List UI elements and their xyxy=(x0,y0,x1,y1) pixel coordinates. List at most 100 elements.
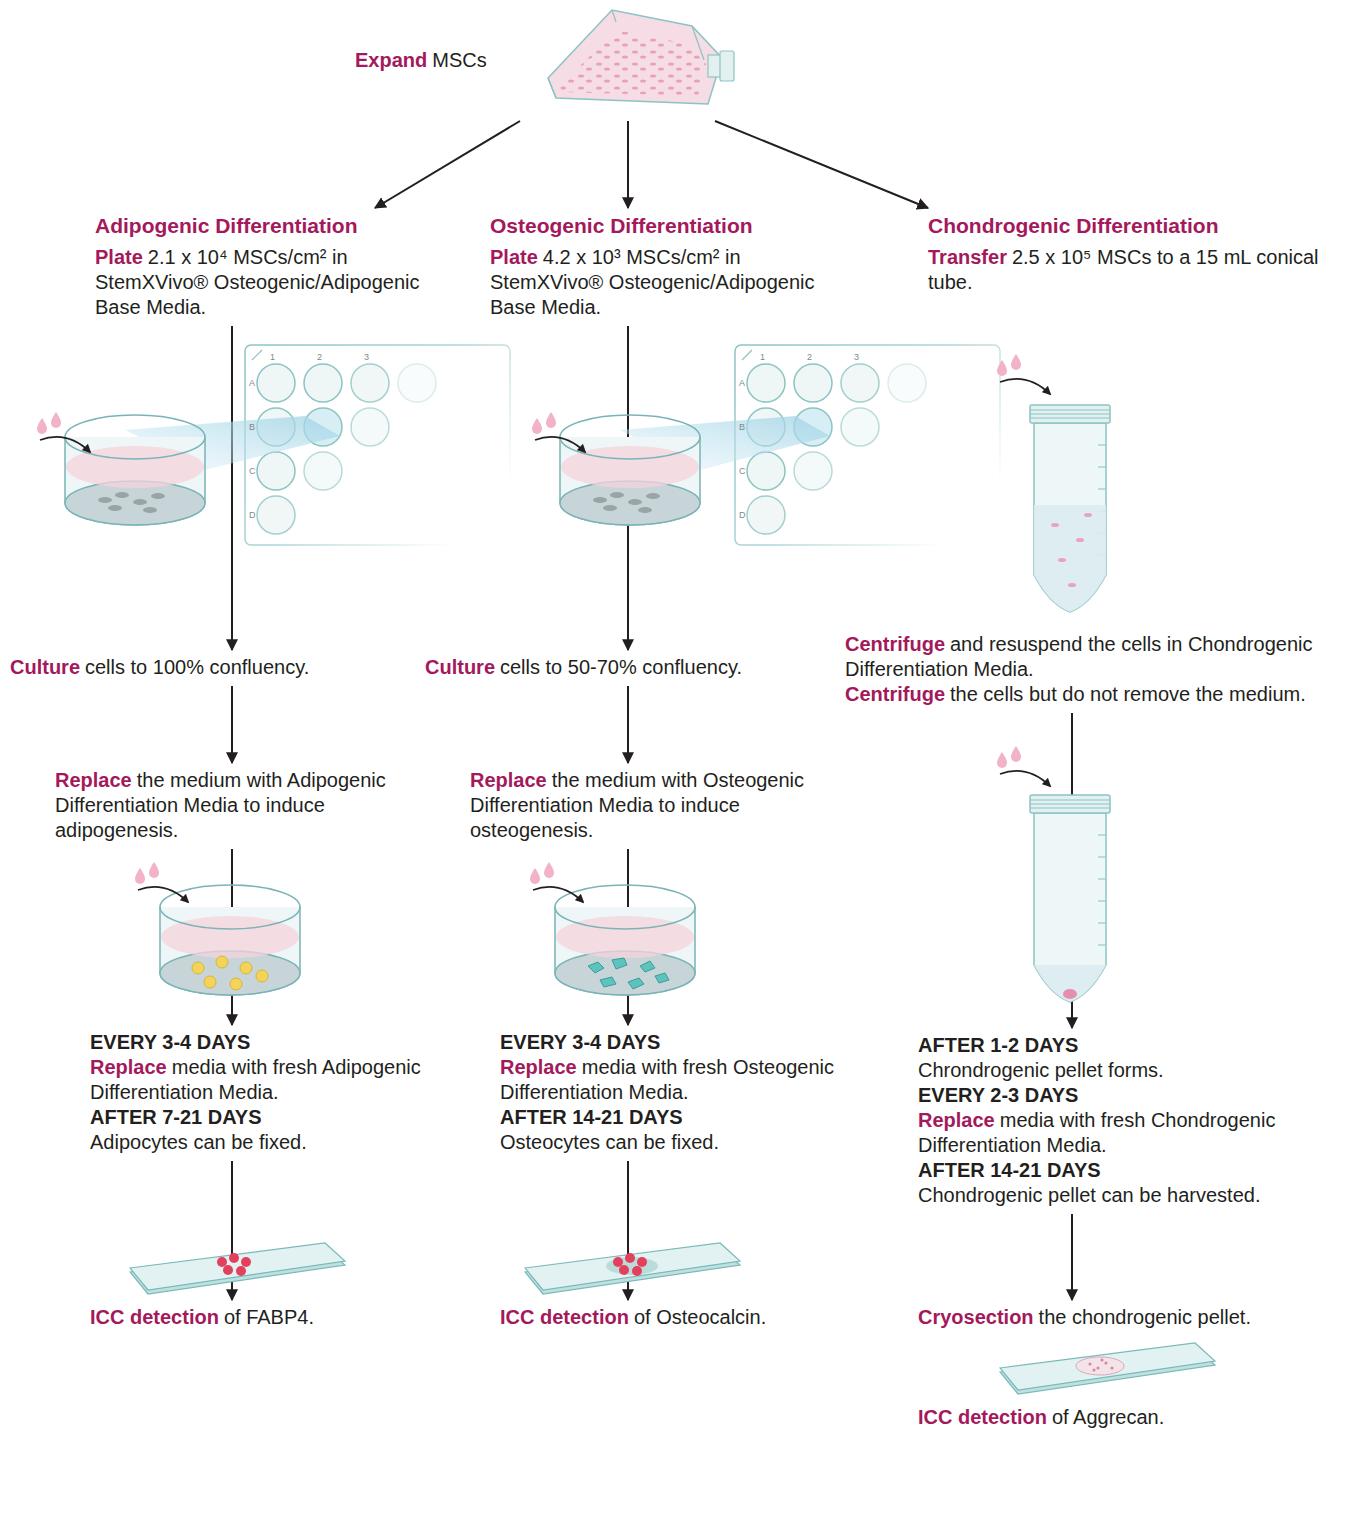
body-text: of FABP4. xyxy=(224,1306,314,1328)
text-line: Centrifugeand resuspend the cells in Cho… xyxy=(845,632,1325,682)
well-label: 2 xyxy=(317,352,322,362)
body-text: the chondrogenic pellet. xyxy=(1039,1306,1251,1328)
microscope-slide xyxy=(1000,1343,1215,1394)
timing-text: EVERY 3-4 DAYS xyxy=(90,1031,250,1053)
action-verb: Replace xyxy=(55,769,132,791)
timing-text: AFTER 7-21 DAYS xyxy=(90,1106,262,1128)
body-text: MSCs xyxy=(432,49,486,71)
flow-arrow xyxy=(627,121,629,208)
branch-heading: Osteogenic DifferentiationPlate4.2 x 10³… xyxy=(490,213,835,320)
action-verb: Replace xyxy=(470,769,547,791)
action-verb: Culture xyxy=(425,656,495,678)
text-line: ICC detectionof Osteocalcin. xyxy=(500,1305,860,1330)
action-verb: Centrifuge xyxy=(845,683,945,705)
step-label: Cryosectionthe chondrogenic pellet. xyxy=(918,1305,1348,1330)
step-label: Culturecells to 50-70% confluency. xyxy=(425,655,830,680)
body-text: cells to 50-70% confluency. xyxy=(500,656,742,678)
action-verb: Plate xyxy=(95,246,143,268)
action-verb: Plate xyxy=(490,246,538,268)
text-line: ICC detectionof FABP4. xyxy=(90,1305,420,1330)
text-line: Transfer2.5 x 10⁵ MSCs to a 15 mL conica… xyxy=(928,245,1338,295)
text-line: Osteogenic Differentiation xyxy=(490,213,835,239)
body-text: Osteocytes can be fixed. xyxy=(500,1131,719,1153)
body-text: Chondrogenic pellet can be harvested. xyxy=(918,1184,1260,1206)
well-label: 2 xyxy=(807,352,812,362)
well-label: C xyxy=(249,466,256,476)
step-label: Centrifugeand resuspend the cells in Cho… xyxy=(845,632,1325,707)
action-verb: Expand xyxy=(355,49,427,71)
text-line: EVERY 2-3 DAYS xyxy=(918,1083,1348,1108)
step-label: ICC detectionof Aggrecan. xyxy=(918,1405,1348,1430)
well-label: 3 xyxy=(854,352,859,362)
flow-arrow xyxy=(375,121,520,208)
text-line: Replacemedia with fresh Adipogenic Diffe… xyxy=(90,1055,475,1105)
text-line: Chondrogenic Differentiation xyxy=(928,213,1338,239)
timing-text: AFTER 14-21 DAYS xyxy=(918,1159,1101,1181)
step-label: ICC detectionof FABP4. xyxy=(90,1305,420,1330)
action-verb: Replace xyxy=(500,1056,577,1078)
heading-text: Adipogenic Differentiation xyxy=(95,214,358,237)
action-verb: Replace xyxy=(918,1109,995,1131)
text-line: Plate4.2 x 10³ MSCs/cm² in StemXVivo® Os… xyxy=(490,245,835,320)
well-label: 1 xyxy=(270,352,275,362)
schedule-note: EVERY 3-4 DAYSReplacemedia with fresh Ad… xyxy=(90,1030,475,1155)
text-line: Centrifugethe cells but do not remove th… xyxy=(845,682,1325,707)
text-line: Culturecells to 50-70% confluency. xyxy=(425,655,830,680)
text-line: AFTER 7-21 DAYS xyxy=(90,1105,475,1130)
text-line: Replacethe medium with Adipogenic Differ… xyxy=(55,768,420,843)
culture-flask xyxy=(548,10,734,104)
text-line: AFTER 14-21 DAYS xyxy=(500,1105,905,1130)
text-line: Culturecells to 100% confluency. xyxy=(10,655,410,680)
text-line: ICC detectionof Aggrecan. xyxy=(918,1405,1348,1430)
text-line: Chondrogenic pellet can be harvested. xyxy=(918,1183,1348,1208)
well-label: A xyxy=(249,378,255,388)
text-line: Adipogenic Differentiation xyxy=(95,213,430,239)
text-line: ExpandMSCs xyxy=(355,48,735,73)
body-text: 2.1 x 10⁴ MSCs/cm² in StemXVivo® Osteoge… xyxy=(95,246,420,318)
timing-text: EVERY 2-3 DAYS xyxy=(918,1084,1078,1106)
well-label: D xyxy=(249,510,256,520)
action-verb: ICC detection xyxy=(918,1406,1047,1428)
action-verb: Centrifuge xyxy=(845,633,945,655)
step-label: Culturecells to 100% confluency. xyxy=(10,655,410,680)
body-text: the cells but do not remove the medium. xyxy=(950,683,1306,705)
text-line: EVERY 3-4 DAYS xyxy=(90,1030,475,1055)
flow-arrow xyxy=(231,686,233,763)
well-label: D xyxy=(739,510,746,520)
flow-arrow xyxy=(1071,1214,1073,1300)
action-verb: Transfer xyxy=(928,246,1007,268)
well-label: 1 xyxy=(760,352,765,362)
step-label: Replacethe medium with Adipogenic Differ… xyxy=(55,768,420,843)
well-label: A xyxy=(739,378,745,388)
step-label: ICC detectionof Osteocalcin. xyxy=(500,1305,860,1330)
conical-tube xyxy=(997,354,1110,612)
body-text: cells to 100% confluency. xyxy=(85,656,309,678)
microscope-slide xyxy=(130,1243,345,1294)
body-text: of Osteocalcin. xyxy=(634,1306,766,1328)
timing-text: EVERY 3-4 DAYS xyxy=(500,1031,660,1053)
text-line: Osteocytes can be fixed. xyxy=(500,1130,905,1155)
text-line: EVERY 3-4 DAYS xyxy=(500,1030,905,1055)
well-label: C xyxy=(739,466,746,476)
branch-heading: Chondrogenic DifferentiationTransfer2.5 … xyxy=(928,213,1338,295)
heading-text: Chondrogenic Differentiation xyxy=(928,214,1219,237)
action-verb: Culture xyxy=(10,656,80,678)
text-line: AFTER 1-2 DAYS xyxy=(918,1033,1348,1058)
text-line: Replacemedia with fresh Osteogenic Diffe… xyxy=(500,1055,905,1105)
step-label: ExpandMSCs xyxy=(355,20,735,115)
well-label: B xyxy=(739,422,745,432)
well-label: B xyxy=(249,422,255,432)
body-text: Chrondrogenic pellet forms. xyxy=(918,1059,1164,1081)
text-line: Plate2.1 x 10⁴ MSCs/cm² in StemXVivo® Os… xyxy=(95,245,430,320)
body-text: 4.2 x 10³ MSCs/cm² in StemXVivo® Osteoge… xyxy=(490,246,815,318)
body-text: Adipocytes can be fixed. xyxy=(90,1131,307,1153)
flow-arrow xyxy=(627,686,629,763)
petri-dish xyxy=(530,862,695,995)
text-line: Replacemedia with fresh Chondrogenic Dif… xyxy=(918,1108,1348,1158)
petri-dish xyxy=(532,412,700,525)
schedule-note: AFTER 1-2 DAYSChrondrogenic pellet forms… xyxy=(918,1033,1348,1208)
heading-text: Osteogenic Differentiation xyxy=(490,214,753,237)
petri-dish xyxy=(37,412,205,525)
